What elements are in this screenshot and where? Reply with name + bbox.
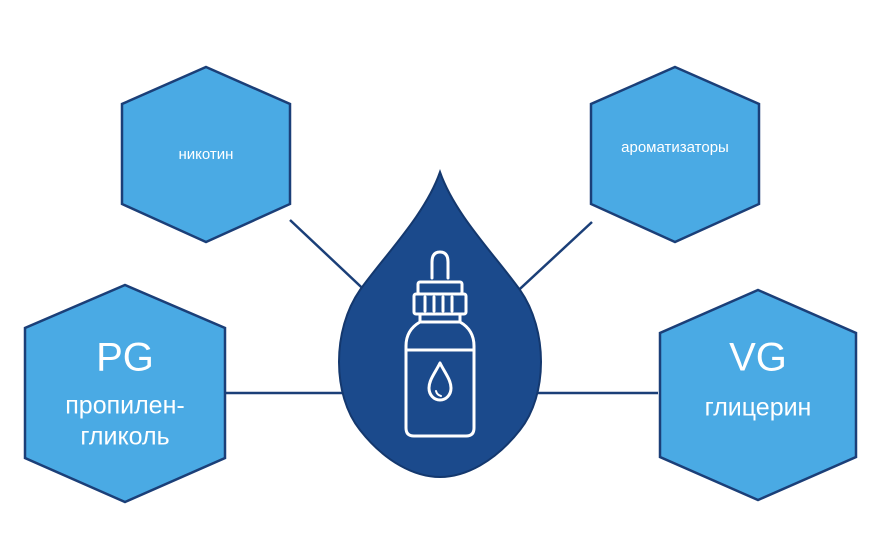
hex-label-nicotine: никотин: [179, 146, 234, 163]
hex-node-flavors: ароматизаторы: [589, 65, 761, 244]
hex-line1-vg: глицерин: [705, 394, 812, 422]
hex-node-vg: VG глицерин: [658, 288, 858, 502]
hex-shape: [23, 283, 227, 504]
connector-flavors: [507, 221, 593, 301]
hex-shape: [589, 65, 761, 244]
center-drop: [338, 168, 542, 479]
hex-line1-pg: пропилен-: [65, 392, 184, 420]
hex-node-nicotine: никотин: [120, 65, 292, 244]
e-liquid-bottle-drop-icon: [404, 250, 476, 438]
drop-shape: [338, 168, 542, 479]
hex-label-flavors: ароматизаторы: [621, 139, 729, 156]
hex-line2-pg: гликоль: [80, 423, 169, 451]
hex-shape: [120, 65, 292, 244]
hex-node-pg: PG пропилен- гликоль: [23, 283, 227, 504]
connector-nicotine: [289, 219, 376, 301]
hex-title-pg: PG: [96, 336, 154, 380]
connectors: [225, 219, 658, 395]
hex-title-vg: VG: [729, 336, 787, 380]
hex-shape: [658, 288, 858, 502]
